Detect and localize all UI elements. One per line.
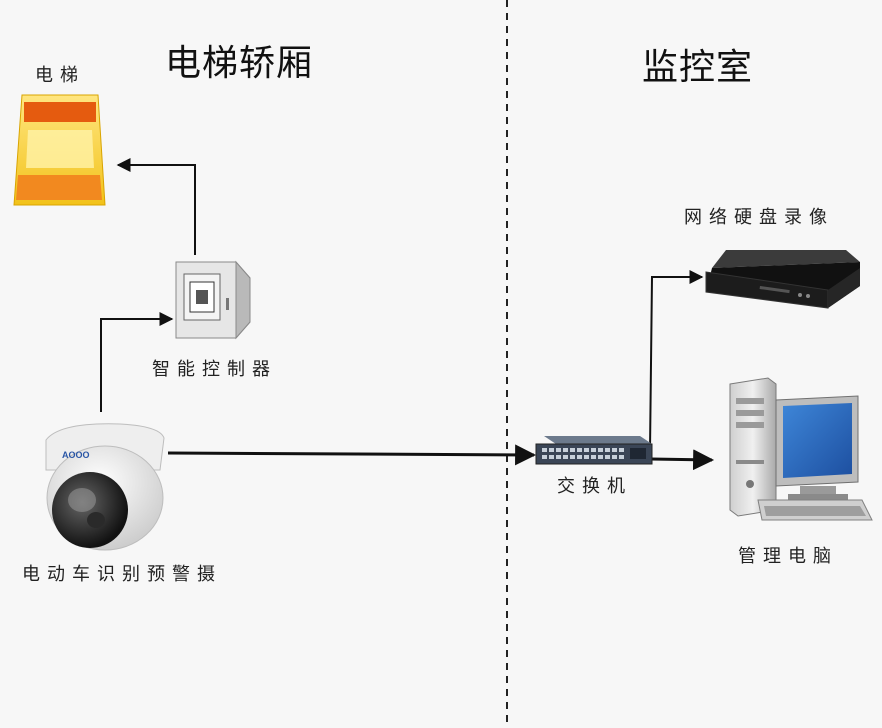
label-camera: 电动车识别预警摄 — [22, 564, 222, 585]
label-controller: 智能控制器 — [152, 359, 277, 380]
arrow-switch-to-pc — [650, 449, 715, 471]
controller-box-icon — [175, 260, 251, 340]
arrow-camera-to-switch — [167, 444, 537, 466]
elevator-device-icon — [13, 94, 106, 206]
section-title-elevator-car: 电梯轿厢 — [165, 43, 314, 84]
label-elevator: 电梯 — [35, 65, 85, 86]
connectors — [100, 158, 715, 471]
label-switch: 交换机 — [557, 476, 632, 497]
camera-icon — [45, 423, 165, 551]
arrow-camera-to-controller — [100, 312, 174, 412]
label-pc: 管理电脑 — [738, 546, 838, 567]
label-nvr: 网络硬盘录像 — [684, 207, 834, 228]
arrow-controller-to-elevator — [116, 158, 196, 255]
camera-brand-logo: AOOO — [62, 450, 90, 460]
nvr-icon — [705, 250, 860, 309]
arrow-switch-to-nvr — [649, 270, 704, 451]
section-title-monitoring-room: 监控室 — [642, 47, 754, 88]
switch-icon — [535, 436, 653, 465]
pc-icon — [729, 377, 873, 521]
